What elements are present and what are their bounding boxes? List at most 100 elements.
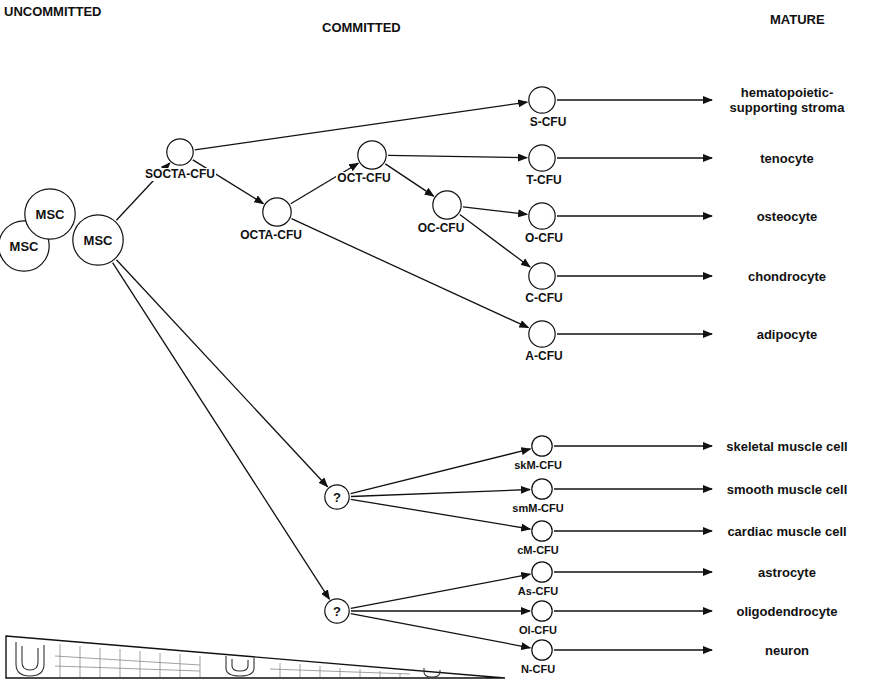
cfu-label: T-CFU (525, 174, 562, 187)
circle-outline (357, 140, 387, 170)
circle-shape (167, 139, 193, 165)
cell-type-name: smooth muscle cell (712, 482, 862, 497)
circle-shape (529, 203, 555, 229)
circle-shape (529, 321, 555, 347)
cell-type-name: hematopoietic-supporting stroma (712, 85, 862, 115)
cell-type-name: adipocyte (712, 327, 862, 342)
msc-circle: MSC (24, 188, 76, 240)
circle-shape (532, 436, 552, 456)
lineage-arrow (460, 215, 530, 267)
lineage-arrow (195, 102, 527, 150)
circle-shape (529, 87, 555, 113)
cfu-circle: A-CFU (528, 320, 556, 348)
cfu-label: OCTA-CFU (239, 229, 303, 242)
circle-shape (532, 521, 552, 541)
cfu-label: N-CFU (520, 663, 556, 676)
cell-type-name: skeletal muscle cell (712, 439, 862, 454)
cfu-circle: N-CFU (531, 639, 553, 661)
circle-outline (531, 639, 553, 661)
lineage-arrow (554, 610, 712, 611)
lineage-arrow (388, 155, 527, 157)
cfu-circle: S-CFU (528, 86, 556, 114)
cell-type-name: astrocyte (712, 565, 862, 580)
cell-type-name: tenocyte (712, 151, 862, 166)
cfu-label: smM-CFU (511, 502, 564, 515)
circle-label: ? (333, 490, 341, 505)
mature-cell-label: oligodendrocyte (712, 604, 862, 619)
cfu-circle: T-CFU (528, 144, 556, 172)
cfu-label: cM-CFU (516, 544, 560, 557)
cfu-circle: skM-CFU (531, 435, 553, 457)
lineage-arrow (385, 164, 433, 196)
lineage-arrow (557, 157, 712, 158)
lineage-arrow (351, 490, 530, 497)
circle-outline (531, 561, 553, 583)
cfu-label: As-CFU (517, 585, 559, 598)
cfu-label: OCT-CFU (336, 172, 391, 185)
circle-shape (25, 189, 75, 239)
circle-shape (529, 263, 555, 289)
circle-outline (528, 202, 556, 230)
lineage-arrow (554, 649, 712, 650)
cfu-label: S-CFU (529, 116, 568, 129)
cfu-circle: smM-CFU (531, 478, 553, 500)
circle-outline (528, 86, 556, 114)
cfu-circle: Ol-CFU (531, 600, 553, 622)
circle-label: MSC (36, 207, 65, 222)
mature-cell-label: cardiac muscle cell (712, 524, 862, 539)
cfu-label: Ol-CFU (518, 624, 558, 637)
circle-shape (0, 221, 49, 271)
cfu-label: O-CFU (524, 232, 564, 245)
cell-type-name: oligodendrocyte (712, 604, 862, 619)
cfu-label: C-CFU (524, 292, 563, 305)
lineage-arrow (557, 333, 712, 334)
lineage-arrow (557, 99, 712, 100)
circle-outline (432, 190, 462, 220)
cell-type-name: cardiac muscle cell (712, 524, 862, 539)
lineage-arrow (463, 207, 527, 215)
cfu-circle: O-CFU (528, 202, 556, 230)
unknown-progenitor-circle: ? (324, 598, 350, 624)
circle-label: MSC (10, 239, 39, 254)
lineage-arrow (292, 219, 529, 328)
cfu-label: skM-CFU (513, 459, 563, 472)
cfu-label: A-CFU (524, 350, 563, 363)
circle-shape (532, 640, 552, 660)
mature-cell-label: hematopoietic-supporting stroma (712, 85, 862, 115)
lineage-arrow (351, 574, 530, 608)
circle-outline (528, 262, 556, 290)
circle-shape (532, 479, 552, 499)
circle-shape (263, 198, 291, 226)
progenitor-circle: SOCTA-CFU (166, 138, 194, 166)
lineage-arrow (351, 610, 530, 611)
circle-shape (433, 191, 461, 219)
lineage-arrow (351, 449, 531, 494)
cell-type-name: neuron (712, 643, 862, 658)
cfu-label: OC-CFU (417, 222, 466, 235)
column-heading: UNCOMMITTED (4, 4, 102, 19)
cfu-circle: As-CFU (531, 561, 553, 583)
circle-shape (532, 562, 552, 582)
mature-cell-label: astrocyte (712, 565, 862, 580)
lineage-arrow (554, 488, 712, 489)
circle-shape (532, 601, 552, 621)
lineage-arrow (554, 530, 712, 531)
lineage-arrow (557, 275, 712, 276)
circle-outline (531, 520, 553, 542)
lineage-arrow (351, 499, 530, 529)
cfu-circle: C-CFU (528, 262, 556, 290)
cfu-label: SOCTA-CFU (144, 168, 216, 181)
cfu-circle: cM-CFU (531, 520, 553, 542)
mature-cell-label: smooth muscle cell (712, 482, 862, 497)
circle-outline (531, 478, 553, 500)
circle-outline (528, 144, 556, 172)
circle-shape (358, 141, 386, 169)
circle-outline (262, 197, 292, 227)
column-heading: COMMITTED (322, 20, 401, 35)
lineage-arrow (557, 215, 712, 216)
circle-shape (325, 599, 349, 623)
progenitor-circle: OCTA-CFU (262, 197, 292, 227)
lineage-arrow (116, 260, 327, 487)
lineage-arrow (554, 571, 712, 572)
